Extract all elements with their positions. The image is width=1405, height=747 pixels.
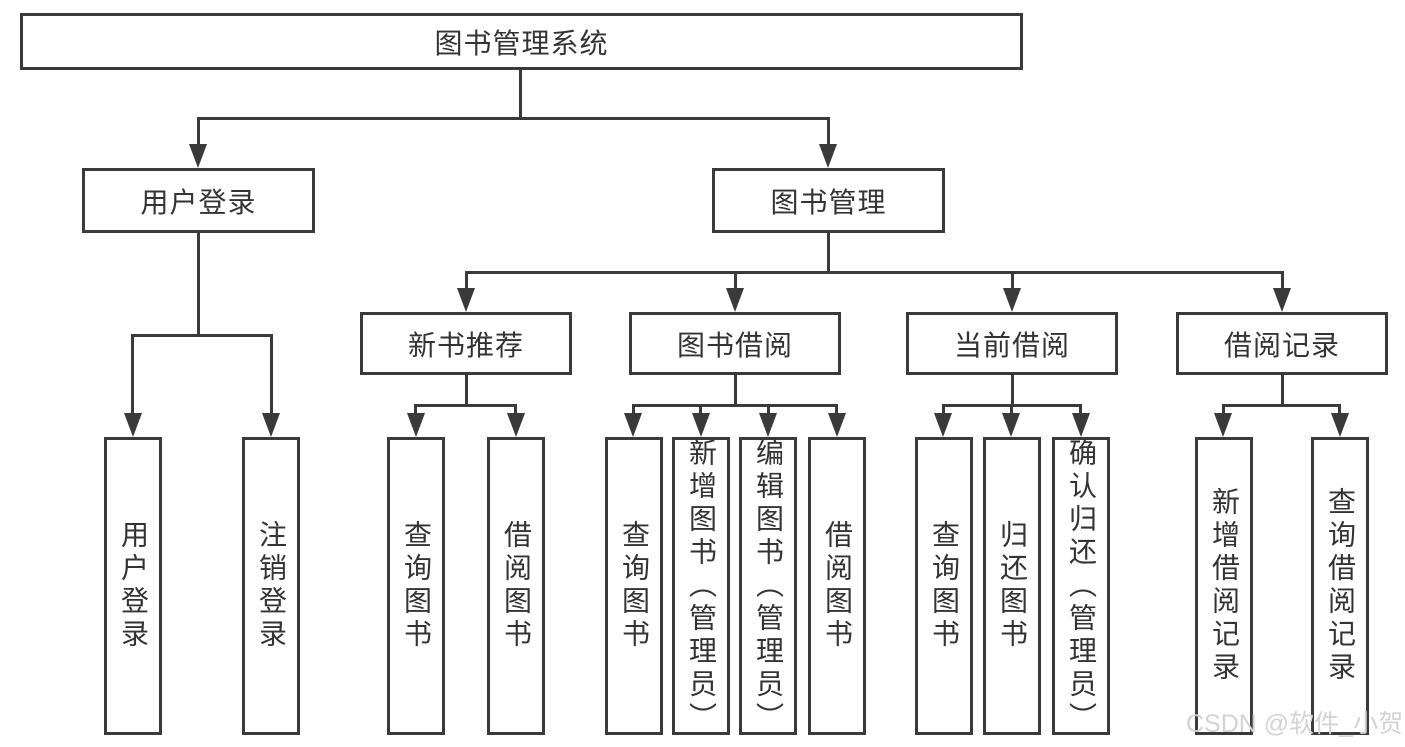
leaf-query-borrow-record: 查询借阅记录 bbox=[1311, 437, 1369, 735]
connector-line bbox=[197, 117, 200, 147]
arrowhead-down-icon bbox=[262, 413, 280, 437]
connector-line bbox=[465, 271, 468, 293]
arrowhead-down-icon bbox=[934, 413, 952, 437]
leaf-edit-book-admin: 编辑图书（管理员） bbox=[739, 437, 797, 735]
arrowhead-down-icon bbox=[1273, 288, 1291, 312]
arrowhead-down-icon bbox=[1214, 413, 1232, 437]
connector-line bbox=[827, 232, 830, 274]
connector-line bbox=[414, 404, 417, 418]
connector-line bbox=[132, 334, 273, 337]
connector-line bbox=[514, 404, 517, 418]
arrowhead-down-icon bbox=[124, 413, 142, 437]
leaf-add-borrow-record: 新增借阅记录 bbox=[1195, 437, 1253, 735]
arrowhead-down-icon bbox=[1003, 288, 1021, 312]
arrowhead-down-icon bbox=[1331, 413, 1349, 437]
leaf-confirm-return-admin: 确认归还（管理员） bbox=[1052, 437, 1110, 735]
leaf-label: 新增借阅记录 bbox=[1209, 487, 1240, 685]
connector-line bbox=[1338, 404, 1341, 418]
connector-line bbox=[632, 404, 635, 418]
node-current-borrow: 当前借阅 bbox=[906, 312, 1118, 375]
leaf-query-book-3: 查询图书 bbox=[915, 437, 973, 735]
leaf-query-book: 查询图书 bbox=[387, 437, 445, 735]
leaf-label: 编辑图书（管理员） bbox=[753, 437, 784, 735]
connector-line bbox=[270, 334, 273, 416]
arrowhead-down-icon bbox=[624, 413, 642, 437]
arrowhead-down-icon bbox=[457, 288, 475, 312]
leaf-label: 新增图书（管理员） bbox=[686, 437, 717, 735]
leaf-label: 确认归还（管理员） bbox=[1066, 437, 1097, 735]
connector-line bbox=[827, 117, 830, 147]
connector-line bbox=[465, 271, 1284, 274]
leaf-label: 借阅图书 bbox=[501, 520, 532, 652]
arrowhead-down-icon bbox=[692, 413, 710, 437]
arrowhead-down-icon bbox=[819, 144, 837, 168]
arrowhead-down-icon bbox=[726, 288, 744, 312]
csdn-watermark: CSDN @软件_小贺同学 bbox=[1186, 710, 1405, 738]
leaf-label: 用户登录 bbox=[118, 520, 149, 652]
leaf-borrow-book: 借阅图书 bbox=[487, 437, 545, 735]
leaf-label: 查询借阅记录 bbox=[1325, 487, 1356, 685]
leaf-borrow-book-2: 借阅图书 bbox=[808, 437, 866, 735]
arrowhead-down-icon bbox=[189, 144, 207, 168]
arrowhead-down-icon bbox=[828, 413, 846, 437]
leaf-return-book: 归还图书 bbox=[983, 437, 1041, 735]
connector-line bbox=[1079, 404, 1082, 418]
connector-line bbox=[197, 232, 200, 336]
node-user-login: 用户登录 bbox=[82, 168, 315, 233]
arrowhead-down-icon bbox=[507, 413, 525, 437]
node-root: 图书管理系统 bbox=[20, 13, 1023, 70]
connector-line bbox=[835, 404, 838, 418]
connector-line bbox=[519, 69, 522, 119]
connector-line bbox=[465, 374, 468, 407]
arrowhead-down-icon bbox=[407, 413, 425, 437]
leaf-add-book-admin: 新增图书（管理员） bbox=[672, 437, 730, 735]
node-book-management: 图书管理 bbox=[712, 168, 945, 233]
leaf-logout: 注销登录 bbox=[242, 437, 300, 735]
arrowhead-down-icon bbox=[759, 413, 777, 437]
connector-line bbox=[1011, 374, 1014, 407]
connector-line bbox=[131, 334, 134, 416]
connector-line bbox=[197, 117, 830, 120]
leaf-label: 归还图书 bbox=[997, 520, 1028, 652]
connector-line bbox=[1010, 404, 1013, 418]
connector-line bbox=[734, 374, 737, 407]
connector-line bbox=[1281, 374, 1284, 407]
node-borrow-records: 借阅记录 bbox=[1176, 312, 1388, 375]
connector-line bbox=[767, 404, 770, 418]
connector-line bbox=[1011, 271, 1014, 293]
leaf-label: 注销登录 bbox=[256, 520, 287, 652]
connector-line bbox=[415, 404, 517, 407]
node-book-borrow: 图书借阅 bbox=[629, 312, 841, 375]
leaf-user-login: 用户登录 bbox=[104, 437, 162, 735]
node-new-book-recommend: 新书推荐 bbox=[360, 312, 572, 375]
connector-line bbox=[699, 404, 702, 418]
connector-line bbox=[1281, 271, 1284, 293]
arrowhead-down-icon bbox=[1002, 413, 1020, 437]
leaf-label: 借阅图书 bbox=[822, 520, 853, 652]
leaf-label: 查询图书 bbox=[401, 520, 432, 652]
leaf-query-book-2: 查询图书 bbox=[605, 437, 663, 735]
leaf-label: 查询图书 bbox=[619, 520, 650, 652]
connector-line bbox=[734, 271, 737, 293]
leaf-label: 查询图书 bbox=[929, 520, 960, 652]
arrowhead-down-icon bbox=[1072, 413, 1090, 437]
connector-line bbox=[942, 404, 945, 418]
connector-line bbox=[632, 404, 838, 407]
connector-line bbox=[1222, 404, 1341, 407]
connector-line bbox=[1222, 404, 1225, 418]
